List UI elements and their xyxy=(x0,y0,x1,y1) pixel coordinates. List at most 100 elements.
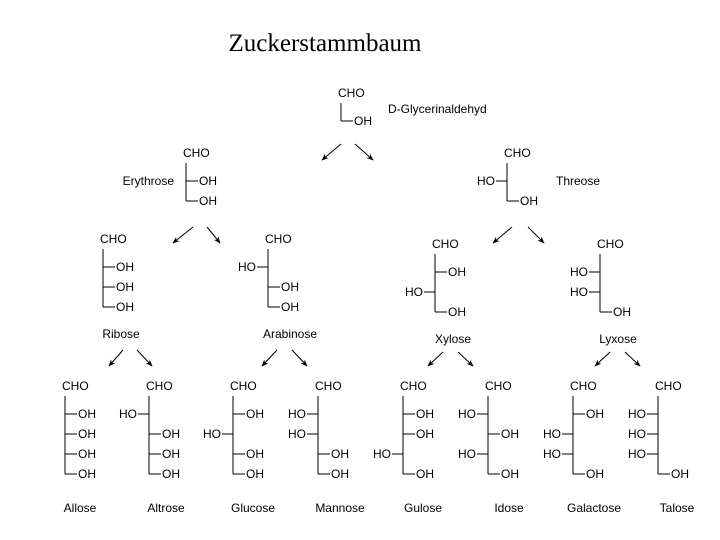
hydroxyl-group: HO xyxy=(288,407,306,421)
arrow-icon xyxy=(321,143,342,161)
sugar-name-altrose: Altrose xyxy=(147,501,185,515)
sugar-name-lyxose: Lyxose xyxy=(599,332,637,346)
sugar-name-mannose: Mannose xyxy=(315,501,365,515)
hydroxyl-group: HO xyxy=(628,407,646,421)
hydroxyl-group: OH xyxy=(586,407,604,421)
sugar-name-erythrose: Erythrose xyxy=(123,174,175,188)
hydroxyl-group: OH xyxy=(78,447,96,461)
aldehyde-group: CHO xyxy=(146,379,173,393)
sugar-name-arabinose: Arabinose xyxy=(263,327,317,341)
aldehyde-group: CHO xyxy=(504,146,531,160)
sugar-name-talose: Talose xyxy=(660,501,695,515)
hydroxyl-group: OH xyxy=(281,300,299,314)
hydroxyl-group: HO xyxy=(628,447,646,461)
hydroxyl-group: OH xyxy=(78,427,96,441)
hydroxyl-group: OH xyxy=(416,407,434,421)
hydroxyl-group: OH xyxy=(246,447,264,461)
hydroxyl-group: OH xyxy=(501,427,519,441)
arrow-icon xyxy=(136,349,153,367)
arrow-icon xyxy=(206,226,221,244)
arrow-icon xyxy=(172,226,194,244)
fischer-xylose: CHO OH HO OH xyxy=(405,237,466,319)
diagram-title: Zuckerstammbaum xyxy=(228,30,422,57)
hydroxyl-group: OH xyxy=(162,467,180,481)
aldehyde-group: CHO xyxy=(265,232,292,246)
hydroxyl-group: OH xyxy=(246,407,264,421)
hydroxyl-group: HO xyxy=(238,260,256,274)
aldehyde-group: CHO xyxy=(230,379,257,393)
aldehyde-group: CHO xyxy=(570,379,597,393)
hydroxyl-group: OH xyxy=(331,467,349,481)
fischer-allose: CHO OH OH OH OH xyxy=(62,379,96,481)
hydroxyl-group: OH xyxy=(586,467,604,481)
hydroxyl-group: OH xyxy=(671,467,689,481)
hydroxyl-group: OH xyxy=(354,114,372,128)
aldehyde-group: CHO xyxy=(315,379,342,393)
sugar-name-xylose: Xylose xyxy=(435,332,471,346)
aldehyde-group: CHO xyxy=(400,379,427,393)
sugar-name-ribose: Ribose xyxy=(102,327,140,341)
arrow-icon xyxy=(261,349,278,367)
sugar-name-allose: Allose xyxy=(64,501,97,515)
arrow-icon xyxy=(624,351,641,367)
hydroxyl-group: OH xyxy=(116,280,134,294)
hydroxyl-group: OH xyxy=(501,467,519,481)
sugar-name-galactose: Galactose xyxy=(567,501,621,515)
sugar-name-threose: Threose xyxy=(556,174,600,188)
fischer-ribose: CHO OH OH OH xyxy=(100,232,134,314)
hydroxyl-group: OH xyxy=(162,447,180,461)
aldehyde-group: CHO xyxy=(62,379,89,393)
fischer-glyceraldehyde: CHO OH xyxy=(338,86,372,128)
hydroxyl-group: HO xyxy=(288,427,306,441)
hydroxyl-group: HO xyxy=(570,265,588,279)
arrow-icon xyxy=(457,351,474,367)
hydroxyl-group: OH xyxy=(78,467,96,481)
aldehyde-group: CHO xyxy=(338,86,365,100)
arrow-icon xyxy=(492,226,513,244)
hydroxyl-group: OH xyxy=(520,194,538,208)
hydroxyl-group: OH xyxy=(331,447,349,461)
aldehyde-group: CHO xyxy=(597,237,624,251)
hydroxyl-group: OH xyxy=(416,467,434,481)
arrow-icon xyxy=(427,351,444,367)
hydroxyl-group: OH xyxy=(116,260,134,274)
sugar-name-idose: Idose xyxy=(494,501,524,515)
fischer-erythrose: CHO OH OH xyxy=(183,146,217,208)
hydroxyl-group: HO xyxy=(543,447,561,461)
hydroxyl-group: OH xyxy=(199,174,217,188)
hydroxyl-group: OH xyxy=(246,467,264,481)
aldehyde-group: CHO xyxy=(432,237,459,251)
sugar-name-gulose: Gulose xyxy=(404,501,442,515)
hydroxyl-group: HO xyxy=(119,407,137,421)
sugar-name-glucose: Glucose xyxy=(231,501,275,515)
arrow-icon xyxy=(527,226,545,244)
fischer-arabinose: CHO HO OH OH xyxy=(238,232,299,314)
sugar-name-glyceraldehyde: D-Glycerinaldehyd xyxy=(388,102,487,116)
hydroxyl-group: OH xyxy=(78,407,96,421)
hydroxyl-group: HO xyxy=(458,447,476,461)
aldehyde-group: CHO xyxy=(183,146,210,160)
aldehyde-group: CHO xyxy=(100,232,127,246)
fischer-mannose: CHO HO HO OH OH xyxy=(288,379,349,481)
hydroxyl-group: OH xyxy=(199,194,217,208)
hydroxyl-group: OH xyxy=(448,265,466,279)
hydroxyl-group: OH xyxy=(613,305,631,319)
hydroxyl-group: HO xyxy=(405,285,423,299)
hydroxyl-group: OH xyxy=(116,300,134,314)
aldehyde-group: CHO xyxy=(485,379,512,393)
hydroxyl-group: OH xyxy=(448,305,466,319)
arrow-icon xyxy=(594,351,611,367)
hydroxyl-group: OH xyxy=(162,427,180,441)
fischer-altrose: CHO HO OH OH OH xyxy=(119,379,180,481)
hydroxyl-group: OH xyxy=(281,280,299,294)
arrow-icon xyxy=(291,349,308,367)
arrow-icon xyxy=(108,349,124,367)
hydroxyl-group: HO xyxy=(477,174,495,188)
